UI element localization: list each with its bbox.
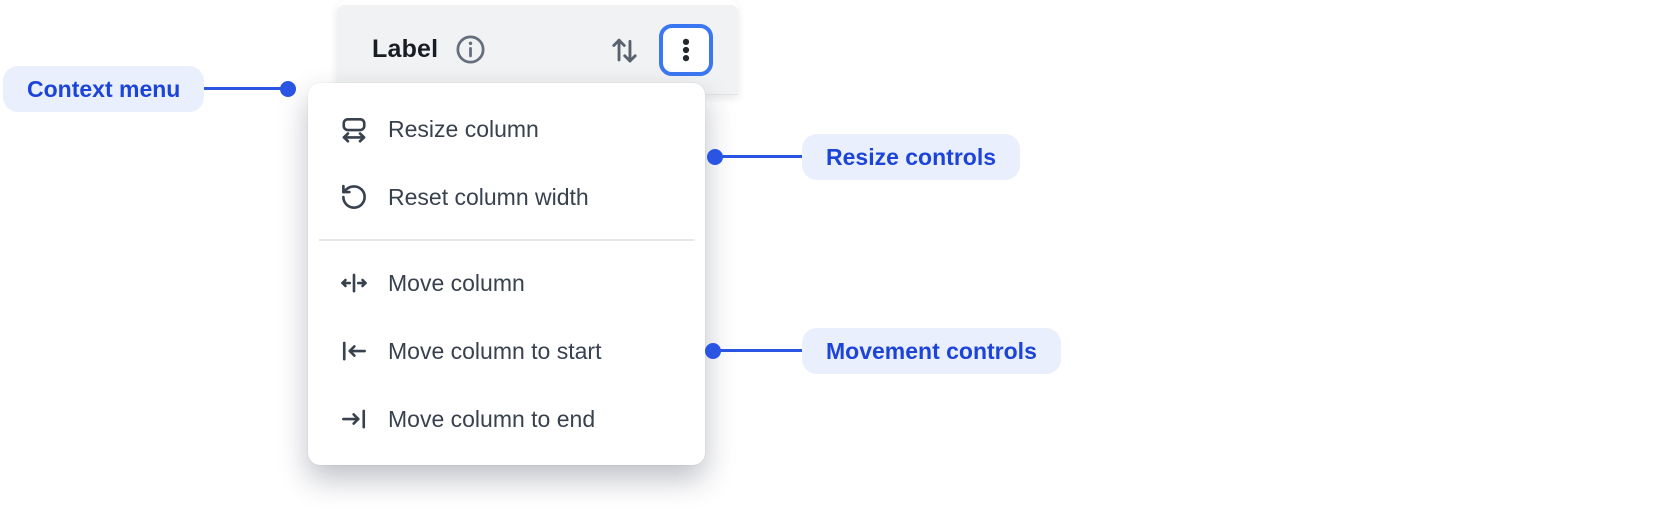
annotation-context-menu: Context menu: [3, 66, 205, 112]
menu-item-move-column-to-start[interactable]: Move column to start: [308, 317, 705, 385]
menu-item-label: Move column: [388, 269, 525, 296]
column-header-bar: Label: [337, 5, 738, 95]
menu-divider: [319, 239, 694, 241]
resize-controls-connector-line: [715, 155, 815, 158]
kebab-menu-icon: [671, 35, 701, 65]
move-column-end-icon: [339, 404, 369, 434]
menu-item-reset-column-width[interactable]: Reset column width: [308, 163, 705, 231]
menu-item-label: Reset column width: [388, 183, 589, 210]
move-column-start-icon: [339, 336, 369, 366]
reset-column-width-icon: [339, 182, 369, 212]
context-menu-connector-line: [160, 87, 288, 90]
table-column-header: Label: [337, 0, 738, 95]
column-title: Label: [372, 35, 439, 63]
menu-item-move-column[interactable]: Move column: [308, 249, 705, 317]
move-column-icon: [339, 268, 369, 298]
resize-column-icon: [339, 114, 369, 144]
column-more-options-button[interactable]: [659, 23, 713, 76]
menu-item-move-column-to-end[interactable]: Move column to end: [308, 385, 705, 453]
annotation-movement-controls: Movement controls: [802, 328, 1061, 374]
movement-controls-connector-line: [713, 349, 815, 352]
sort-arrows-icon[interactable]: [607, 32, 642, 67]
menu-item-label: Resize column: [388, 115, 539, 142]
menu-item-label: Move column to start: [388, 337, 602, 364]
info-icon[interactable]: [454, 33, 487, 66]
menu-item-label: Move column to end: [388, 405, 596, 432]
column-context-menu: Resize column Reset column width: [308, 83, 705, 465]
resize-controls-connector-dot: [707, 149, 723, 165]
movement-controls-connector-dot: [705, 343, 721, 359]
context-menu-connector-dot: [280, 81, 296, 97]
menu-item-resize-column[interactable]: Resize column: [308, 95, 705, 163]
annotation-resize-controls: Resize controls: [802, 134, 1020, 180]
